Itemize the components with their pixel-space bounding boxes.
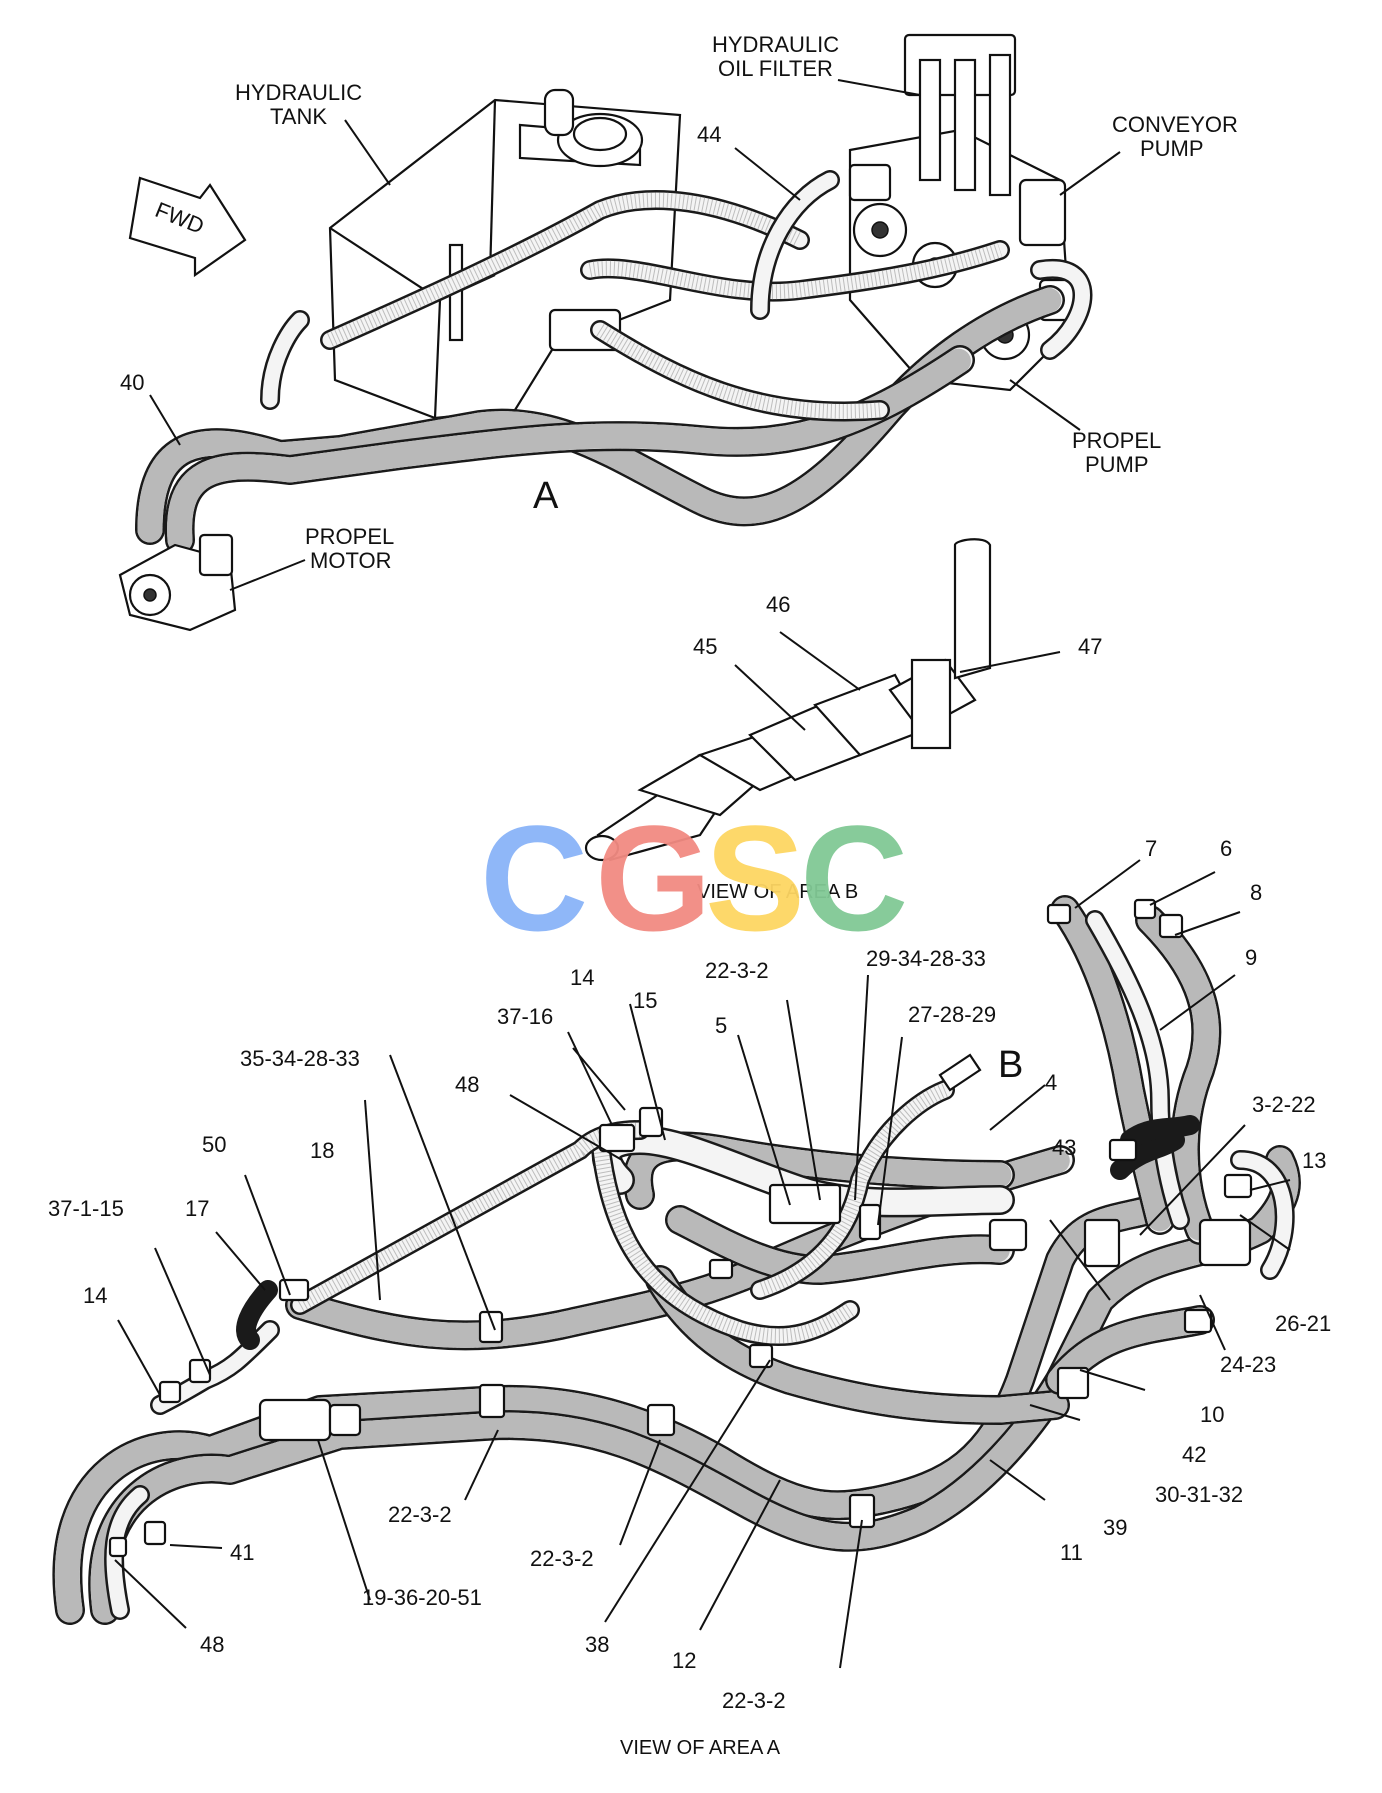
callout-48-top: 48 [455,1072,479,1097]
callout-12: 12 [672,1648,696,1673]
callout-39: 39 [1103,1515,1127,1540]
callout-3-2-22: 3-2-22 [1252,1092,1316,1117]
callout-27-28-29: 27-28-29 [908,1002,996,1027]
fwd-arrow: FWD [128,176,247,278]
callout-41: 41 [230,1540,254,1565]
oil-filter-label-line2: OIL FILTER [718,56,833,81]
propel-motor-drawing [118,533,237,632]
propel-motor-label-line1: PROPEL [305,524,394,549]
hydraulic-tank-label-line1: HYDRAULIC [235,80,362,105]
view-area-b: 46 45 47 VIEW OF AREA B [584,538,1102,903]
view-area-a: 7 6 8 9 22-3-2 29-34-28-33 27-28-29 14 1… [48,836,1331,1759]
conveyor-pump-label-line2: PUMP [1140,136,1204,161]
callout-29-34-28-33: 29-34-28-33 [866,946,986,971]
callout-14-left: 14 [83,1283,107,1308]
callout-24-23: 24-23 [1220,1352,1276,1377]
callout-8: 8 [1250,880,1262,905]
callout-26-21: 26-21 [1275,1311,1331,1336]
callout-22-3-2-b: 22-3-2 [530,1546,594,1571]
oil-filter-label-line1: HYDRAULIC [712,32,839,57]
callout-15: 15 [633,988,657,1013]
callout-18: 18 [310,1138,334,1163]
callout-14-top: 14 [570,965,594,990]
callout-48-bottom: 48 [200,1632,224,1657]
area-a-hoses [52,895,1301,1625]
callout-13: 13 [1302,1148,1326,1173]
callout-5: 5 [715,1013,727,1038]
callout-9: 9 [1245,945,1257,970]
watermark-letter-c2: C [800,794,908,962]
area-a-callouts: 7 6 8 9 22-3-2 29-34-28-33 27-28-29 14 1… [48,836,1331,1759]
callout-17: 17 [185,1196,209,1221]
watermark: C G S C [480,794,908,962]
callout-43: 43 [1052,1135,1076,1160]
callout-22-3-2-c: 22-3-2 [722,1688,786,1713]
callout-35-34-28-33: 35-34-28-33 [240,1046,360,1071]
hydraulic-tank-label-line2: TANK [270,104,327,129]
area-a-fittings [108,898,1253,1558]
view-area-b-title: VIEW OF AREA B [697,881,858,903]
callout-4: 4 [1045,1070,1057,1095]
propel-pump-label-line1: PROPEL [1072,428,1161,453]
part-40-label: 40 [120,370,144,395]
callout-11: 11 [1060,1540,1083,1565]
view-area-a-title: VIEW OF AREA A [620,1737,781,1759]
callout-7: 7 [1145,836,1157,861]
watermark-letter-g: G [595,794,712,962]
callout-6: 6 [1220,836,1232,861]
part-47-label: 47 [1078,634,1102,659]
watermark-letter-s: S [705,794,805,962]
top-view: FWD HYDRAULIC TANK HYDRAULIC OIL FILTER … [118,32,1238,632]
part-46-label: 46 [766,592,790,617]
callout-38: 38 [585,1632,609,1657]
callout-10: 10 [1200,1402,1224,1427]
area-b-marker: B [998,1044,1023,1086]
callout-22-3-2-a: 22-3-2 [388,1502,452,1527]
area-a-marker: A [533,475,559,517]
callout-30-31-32: 30-31-32 [1155,1482,1243,1507]
area-a-leaders [114,859,1291,1669]
part-45-label: 45 [693,634,717,659]
propel-pump-label-line2: PUMP [1085,452,1149,477]
callout-22-3-2-top: 22-3-2 [705,958,769,983]
conveyor-pump-label-line1: CONVEYOR [1112,112,1238,137]
top-view-hoses [135,170,1093,555]
callout-37-16: 37-16 [497,1004,553,1029]
callout-50: 50 [202,1132,226,1157]
part-44-label: 44 [697,122,721,147]
callout-19-36-20-51: 19-36-20-51 [362,1585,482,1610]
callout-37-1-15: 37-1-15 [48,1196,124,1221]
watermark-letter-c1: C [480,794,588,962]
propel-motor-label-line2: MOTOR [310,548,391,573]
callout-42: 42 [1182,1442,1206,1467]
